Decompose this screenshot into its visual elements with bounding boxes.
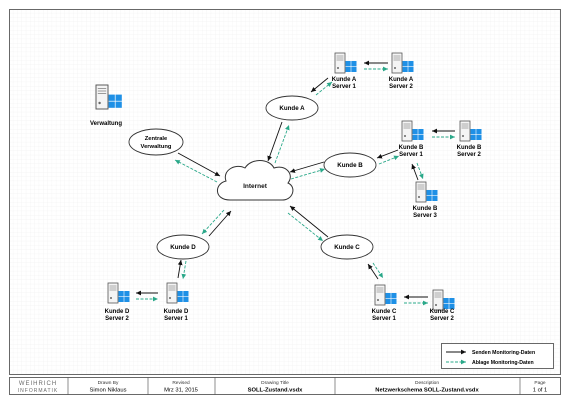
node-label-line2: Verwaltung bbox=[141, 144, 172, 150]
server-label-line1: Kunde C bbox=[372, 309, 397, 315]
server-kunde-a-2: Kunde A Server 2 bbox=[389, 52, 414, 90]
legend: Senden Monitoring-Daten Ablage Monitorin… bbox=[441, 343, 554, 369]
node-kunde-d: Kunde D bbox=[156, 234, 210, 260]
server-label-line1: Kunde B bbox=[413, 206, 438, 212]
server-label-line2: Server 1 bbox=[399, 152, 423, 158]
server-label: Verwaltung bbox=[90, 121, 122, 127]
node-label: Kunde A bbox=[279, 105, 305, 112]
node-label: Kunde D bbox=[170, 244, 196, 251]
page-label: Page bbox=[534, 380, 546, 386]
server-label-line2: Server 2 bbox=[105, 316, 129, 322]
server-label-line1: Kunde D bbox=[105, 309, 130, 315]
drawn-by-label: Drawn By bbox=[98, 380, 119, 386]
description-label: Description bbox=[415, 380, 439, 386]
node-zentrale-verwaltung: Zentrale Verwaltung bbox=[128, 128, 184, 156]
connections bbox=[136, 60, 455, 306]
server-label-line1: Kunde D bbox=[164, 309, 189, 315]
server-label-line2: Server 3 bbox=[413, 213, 437, 219]
node-kunde-b: Kunde B bbox=[323, 152, 377, 178]
revised-label: Revised bbox=[172, 380, 190, 386]
server-label-line2: Server 1 bbox=[372, 316, 396, 322]
server-kunde-c-2: Kunde C Server 2 bbox=[430, 289, 455, 322]
svg-text:INFORMATIK: INFORMATIK bbox=[18, 388, 58, 394]
company-logo: WEIHRICH INFORMATIK bbox=[18, 381, 58, 394]
drawing-title-value: SOLL-Zustand.vsdx bbox=[248, 388, 304, 394]
server-kunde-c-1: Kunde C Server 1 bbox=[372, 284, 397, 322]
node-label: Kunde C bbox=[334, 244, 360, 251]
revised-value: Mrz 31, 2015 bbox=[164, 388, 198, 394]
server-label-line2: Server 2 bbox=[430, 316, 454, 322]
server-label-line2: Server 1 bbox=[164, 316, 188, 322]
legend-store-label: Ablage Monitoring-Daten bbox=[472, 360, 534, 366]
server-label-line2: Server 2 bbox=[389, 84, 413, 90]
server-kunde-b-2: Kunde B Server 2 bbox=[457, 120, 482, 158]
page-value: 1 of 1 bbox=[533, 388, 548, 394]
legend-send-label: Senden Monitoring-Daten bbox=[472, 350, 535, 356]
server-label-line1: Kunde B bbox=[399, 145, 424, 151]
internet-label: Internet bbox=[243, 183, 268, 190]
server-label-line2: Server 2 bbox=[457, 152, 481, 158]
server-kunde-b-3: Kunde B Server 3 bbox=[413, 181, 438, 219]
description-value: Netzwerkschema SOLL-Zustand.vsdx bbox=[375, 388, 479, 394]
internet-cloud: Internet bbox=[217, 160, 294, 201]
server-label-line1: Kunde B bbox=[457, 145, 482, 151]
server-kunde-a-1: Kunde A Server 1 bbox=[332, 52, 357, 90]
node-kunde-c: Kunde C bbox=[320, 234, 374, 260]
svg-text:WEIHRICH: WEIHRICH bbox=[19, 381, 57, 387]
server-kunde-d-2: Kunde D Server 2 bbox=[105, 282, 130, 322]
server-label-line2: Server 1 bbox=[332, 84, 356, 90]
node-label-line1: Zentrale bbox=[145, 136, 168, 142]
drawn-by-value: Simon Niklaus bbox=[89, 388, 126, 394]
node-label: Kunde B bbox=[337, 162, 363, 169]
server-label-line1: Kunde A bbox=[389, 77, 414, 83]
server-kunde-d-1: Kunde D Server 1 bbox=[164, 282, 189, 322]
drawing-title-label: Drawing Title bbox=[261, 380, 289, 386]
server-verwaltung: Verwaltung bbox=[90, 84, 123, 127]
server-label-line1: Kunde C bbox=[430, 309, 455, 315]
server-label-line1: Kunde A bbox=[332, 77, 357, 83]
server-kunde-b-1: Kunde B Server 1 bbox=[399, 120, 424, 158]
node-kunde-a: Kunde A bbox=[265, 95, 319, 121]
title-block: WEIHRICH INFORMATIK Drawn By Simon Nikla… bbox=[9, 377, 561, 395]
